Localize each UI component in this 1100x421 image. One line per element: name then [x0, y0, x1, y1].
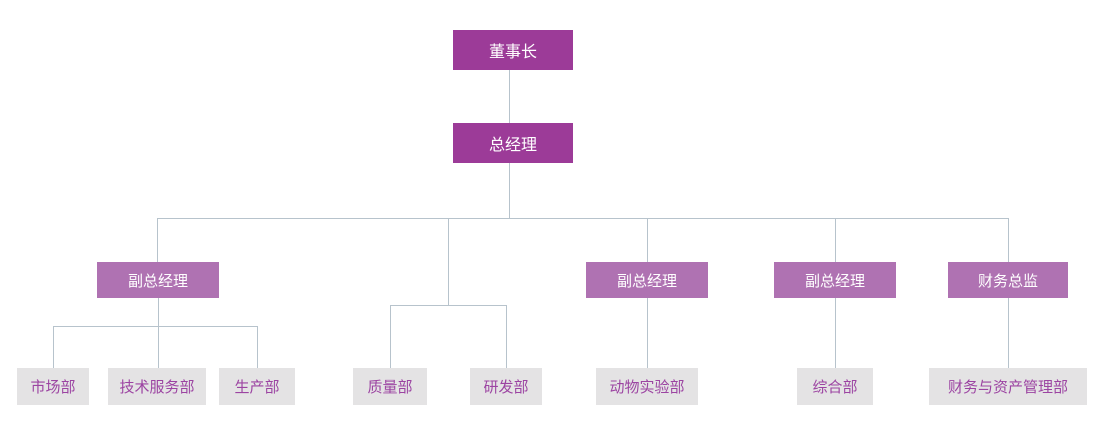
connector-gm-trunk	[509, 163, 510, 218]
node-general-manager[interactable]: 总经理	[453, 123, 573, 163]
connector-vp1-horizontal	[53, 326, 257, 327]
connector-drop-vp3	[835, 218, 836, 262]
node-rnd-dept[interactable]: 研发部	[470, 368, 542, 405]
node-chairman[interactable]: 董事长	[453, 30, 573, 70]
connector-drop-vp1	[157, 218, 158, 262]
connector-vp1-stem	[158, 298, 159, 326]
connector-drop-cfo	[1008, 218, 1009, 262]
connector-drop-vp2	[647, 218, 648, 262]
node-marketing-dept[interactable]: 市场部	[17, 368, 89, 405]
node-tech-service-dept[interactable]: 技术服务部	[108, 368, 206, 405]
node-vice-gm-2[interactable]: 副总经理	[586, 262, 708, 298]
connector-drop-marketing	[53, 326, 54, 368]
connector-drop-production	[257, 326, 258, 368]
node-finance-director[interactable]: 财务总监	[948, 262, 1068, 298]
connector-drop-finance-asset	[1008, 298, 1009, 368]
connector-drop-animal-lab	[647, 298, 648, 368]
node-animal-lab-dept[interactable]: 动物实验部	[596, 368, 698, 405]
node-finance-asset-dept[interactable]: 财务与资产管理部	[929, 368, 1087, 405]
connector-drop-middle	[448, 218, 449, 305]
connector-main-horizontal	[157, 218, 1009, 219]
node-production-dept[interactable]: 生产部	[219, 368, 295, 405]
node-general-dept[interactable]: 综合部	[797, 368, 873, 405]
node-vice-gm-3[interactable]: 副总经理	[774, 262, 896, 298]
connector-drop-general	[835, 298, 836, 368]
connector-drop-tech-service	[158, 326, 159, 368]
node-vice-gm-1[interactable]: 副总经理	[97, 262, 219, 298]
connector-drop-rnd	[506, 305, 507, 368]
node-quality-dept[interactable]: 质量部	[353, 368, 427, 405]
connector-drop-quality	[390, 305, 391, 368]
connector-middle-horizontal	[390, 305, 506, 306]
connector-chairman-gm	[509, 70, 510, 123]
